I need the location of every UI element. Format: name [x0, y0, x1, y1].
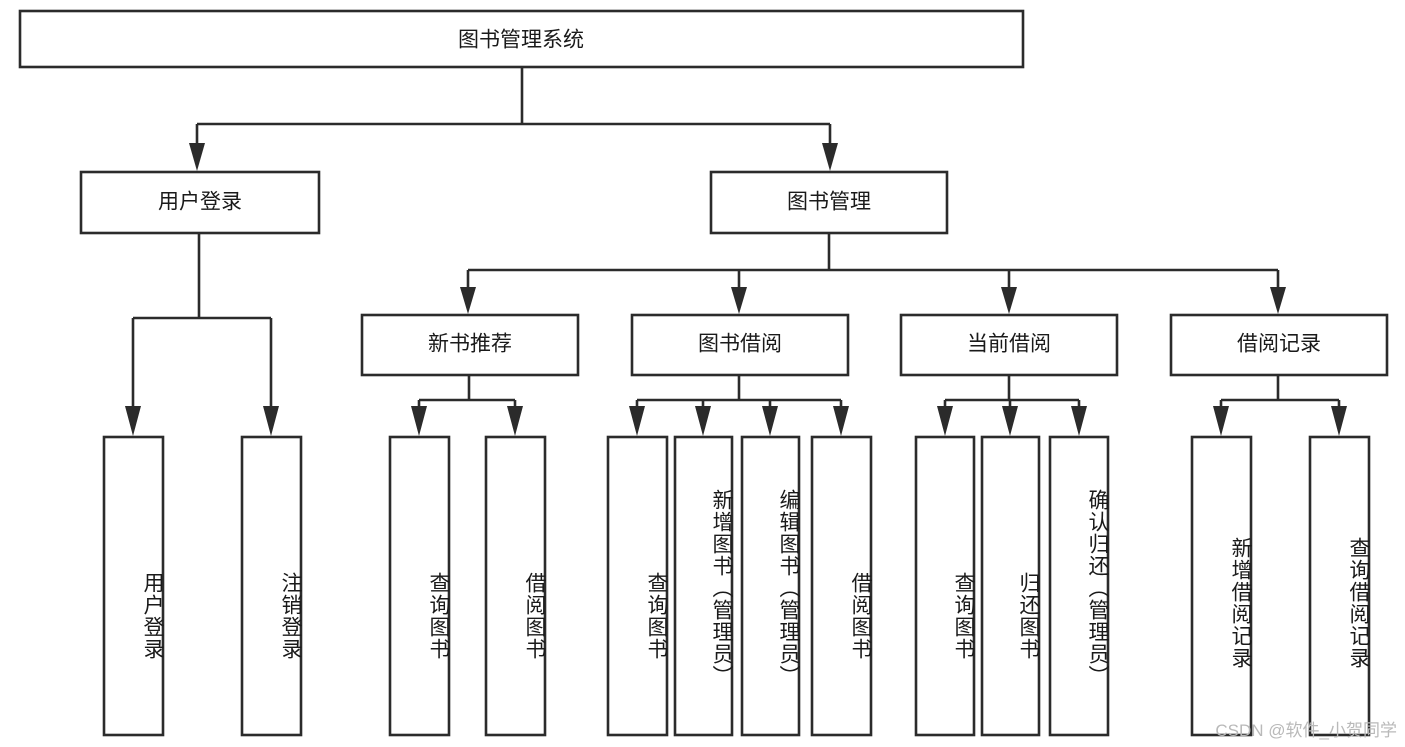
node-borrow-record[interactable] [1169, 313, 1389, 377]
node-borrow-record-label: 借阅记录 [1237, 333, 1321, 356]
leaf-book-borrow-2[interactable] [740, 435, 801, 737]
leaf-current-borrow-2-label: 确认归还（管理员） [1086, 488, 1109, 687]
leaf-current-borrow-0-label: 查询图书 [952, 572, 975, 660]
leaf-user-login-0[interactable] [102, 435, 165, 737]
node-book-manage-label: 图书管理 [787, 191, 871, 214]
node-new-book-recommend[interactable] [360, 313, 580, 377]
arrow-leaf-logout [263, 406, 279, 436]
arrow-currentborrow-leaf-1 [937, 406, 953, 436]
leaf-borrow-record-1-label: 查询借阅记录 [1347, 536, 1370, 669]
leaf-borrow-record-1[interactable] [1308, 435, 1371, 737]
arrow-bookborrow-leaf-4 [833, 406, 849, 436]
arrow-bookborrow-leaf-2 [695, 406, 711, 436]
arrow-new-book [460, 287, 476, 314]
leaf-user-login-0-label: 用户登录 [141, 572, 164, 660]
arrow-user-login [189, 143, 205, 171]
arrow-borrowrecord-leaf-1 [1213, 406, 1229, 436]
arrow-bookborrow-leaf-1 [629, 406, 645, 436]
node-user-login-label: 用户登录 [158, 191, 242, 214]
connectors [125, 67, 1347, 436]
leaf-borrow-record-0[interactable] [1190, 435, 1253, 737]
node-user-login[interactable] [79, 170, 321, 235]
node-book-borrow-label: 图书借阅 [698, 333, 782, 356]
arrow-borrowrecord-leaf-2 [1331, 406, 1347, 436]
leaf-user-login-1-label: 注销登录 [279, 572, 302, 660]
arrow-borrow-record [1270, 287, 1286, 314]
node-root-label: 图书管理系统 [458, 29, 584, 52]
arrow-currentborrow-leaf-2 [1002, 406, 1018, 436]
leaf-borrow-record-0-label: 新增借阅记录 [1229, 536, 1252, 669]
leaf-new-book-recommend-0[interactable] [388, 435, 451, 737]
arrow-leaf-user-login [125, 406, 141, 436]
node-root[interactable] [18, 9, 1025, 69]
leaf-new-book-recommend-0-label: 查询图书 [427, 572, 450, 660]
arrow-current-borrow [1001, 287, 1017, 314]
node-current-borrow-label: 当前借阅 [967, 333, 1051, 356]
node-new-book-recommend-label: 新书推荐 [428, 333, 512, 356]
leaf-book-borrow-1-label: 新增图书（管理员） [710, 488, 733, 687]
arrow-newbook-leaf-1 [411, 406, 427, 436]
leaf-current-borrow-2[interactable] [1048, 435, 1110, 737]
leaf-new-book-recommend-1-label: 借阅图书 [523, 572, 546, 660]
arrow-currentborrow-leaf-3 [1071, 406, 1087, 436]
leaf-book-borrow-1[interactable] [673, 435, 734, 737]
leaf-user-login-1[interactable] [240, 435, 303, 737]
leaf-book-borrow-0[interactable] [606, 435, 669, 737]
leaf-new-book-recommend-1[interactable] [484, 435, 547, 737]
arrow-book-borrow [731, 287, 747, 314]
csdn-watermark: CSDN @软件_小贺同学 [1215, 721, 1397, 740]
leaf-book-borrow-3[interactable] [810, 435, 873, 737]
arrow-book-manage [822, 143, 838, 171]
node-book-manage[interactable] [709, 170, 949, 235]
node-current-borrow[interactable] [899, 313, 1119, 377]
leaf-current-borrow-1-label: 归还图书 [1017, 572, 1040, 660]
leaf-book-borrow-3-label: 借阅图书 [849, 572, 872, 660]
leaf-current-borrow-0[interactable] [914, 435, 976, 737]
node-book-borrow[interactable] [630, 313, 850, 377]
arrow-bookborrow-leaf-3 [762, 406, 778, 436]
nodes: 图书管理系统 用户登录 图书管理 新书推荐 图书借阅 当前借阅 借阅记录 [18, 9, 1389, 737]
leaf-book-borrow-0-label: 查询图书 [645, 572, 668, 660]
leaf-book-borrow-2-label: 编辑图书（管理员） [777, 488, 800, 687]
arrow-newbook-leaf-2 [507, 406, 523, 436]
leaf-current-borrow-1[interactable] [980, 435, 1041, 737]
